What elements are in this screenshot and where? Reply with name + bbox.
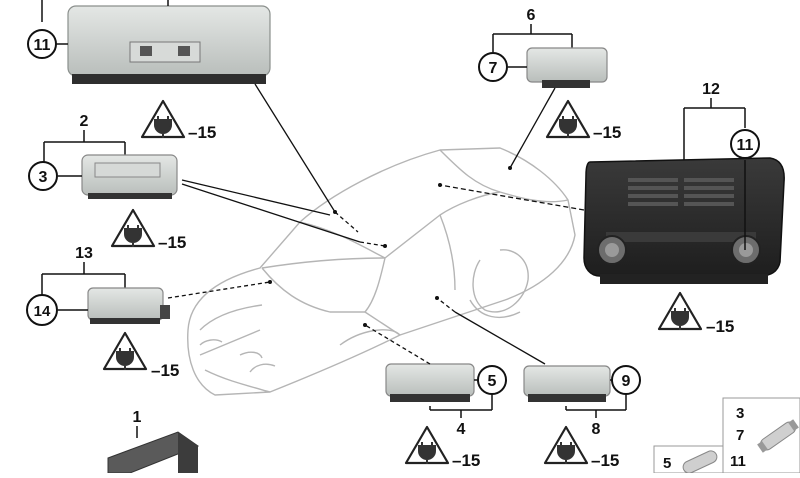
svg-text:5: 5 bbox=[488, 373, 497, 390]
leader-dots bbox=[268, 166, 512, 327]
callout-13: 13 bbox=[75, 245, 93, 262]
leader-lines bbox=[167, 83, 585, 365]
svg-text:3: 3 bbox=[39, 169, 48, 186]
warning-ref-label: –15 bbox=[151, 361, 179, 380]
interior-lamp-part-14 bbox=[87, 287, 170, 324]
interior-lamp-part-5 bbox=[385, 363, 475, 402]
warning-ref-label: –15 bbox=[158, 233, 186, 252]
callout-11-top: 11 bbox=[27, 29, 57, 59]
callout-2: 2 bbox=[80, 113, 89, 130]
svg-text:5: 5 bbox=[663, 455, 671, 472]
overhead-console-part bbox=[67, 5, 271, 84]
callout-11-panel: 11 bbox=[730, 129, 760, 159]
svg-text:9: 9 bbox=[622, 373, 631, 390]
warning-icon bbox=[543, 425, 589, 466]
module-part-1 bbox=[107, 431, 200, 474]
callout-12: 12 bbox=[702, 81, 720, 98]
bulb-box-large: 3 7 11 bbox=[722, 397, 800, 474]
warning-ref-label: –15 bbox=[591, 451, 619, 470]
warning-ref-label: –15 bbox=[593, 123, 621, 142]
warning-icon bbox=[102, 331, 148, 372]
warning-icon bbox=[545, 99, 591, 140]
callout-6: 6 bbox=[527, 7, 536, 24]
warning-ref-label: –15 bbox=[452, 451, 480, 470]
callout-1: 1 bbox=[133, 409, 142, 426]
callout-5: 5 bbox=[477, 365, 507, 395]
callout-3: 3 bbox=[28, 161, 58, 191]
interior-lamp-part-7 bbox=[526, 47, 608, 88]
warning-icon bbox=[657, 291, 703, 332]
callout-8: 8 bbox=[592, 421, 601, 438]
callout-9: 9 bbox=[611, 365, 641, 395]
roof-control-panel-part-12 bbox=[583, 157, 785, 284]
callout-7: 7 bbox=[478, 52, 508, 82]
warning-icon bbox=[140, 99, 186, 140]
warning-icon bbox=[404, 425, 450, 466]
interior-lamp-part-9 bbox=[523, 365, 611, 402]
callout-14: 14 bbox=[26, 294, 58, 326]
svg-text:11: 11 bbox=[737, 137, 754, 154]
bulb-box-small: 5 bbox=[653, 445, 724, 474]
svg-text:11: 11 bbox=[730, 453, 746, 470]
svg-text:7: 7 bbox=[489, 60, 498, 77]
warning-ref-label: –15 bbox=[706, 317, 734, 336]
callout-4: 4 bbox=[457, 421, 466, 438]
svg-text:11: 11 bbox=[34, 37, 51, 54]
car-outline bbox=[187, 147, 576, 396]
warning-ref-label: –15 bbox=[188, 123, 216, 142]
interior-lamp-part-3 bbox=[81, 154, 178, 199]
svg-text:3: 3 bbox=[736, 405, 744, 422]
svg-text:14: 14 bbox=[34, 303, 51, 320]
warning-icon bbox=[110, 208, 156, 249]
svg-text:7: 7 bbox=[736, 427, 744, 444]
